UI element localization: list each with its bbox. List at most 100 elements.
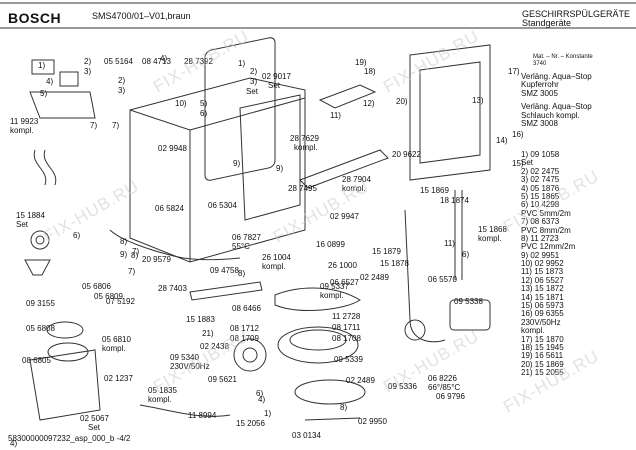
part-callout: 12): [363, 99, 375, 108]
model-number: SMS4700/01–V01,braun: [92, 11, 191, 21]
part-callout: 6): [462, 250, 470, 259]
part-callout: 2): [118, 76, 126, 85]
page-subtitle: Standgeräte: [522, 18, 572, 28]
part-callout: 07 5192: [106, 297, 135, 306]
part-callout: 20 9622: [392, 150, 421, 159]
drain-pump-cover: [449, 299, 491, 331]
part-callout: 15 2056: [236, 419, 265, 428]
part-callout: 08 6805: [22, 356, 51, 365]
legend-entry: PVC 8mm/2m: [521, 225, 571, 235]
legend-entry: PVC 12mm/2m: [521, 242, 576, 252]
legend-entry: 6) 10 4298: [521, 200, 560, 210]
part-callout: 4): [160, 54, 168, 63]
part-callout: 19): [355, 58, 367, 67]
circulation-pump: [233, 338, 267, 372]
legend-entry: 3) 02 7475: [521, 175, 560, 185]
part-callout: 4): [258, 395, 266, 404]
softener-seal: [47, 342, 89, 362]
part-callout: 08 1708: [332, 334, 361, 343]
upper-arm-bracket: [318, 84, 377, 109]
part-callout: 6): [256, 389, 264, 398]
part-callout: 18 1874: [440, 196, 469, 205]
material-note: Mat. – Nr. – Konstante 3740: [533, 54, 593, 68]
part-callout: 1): [264, 409, 272, 418]
spring-coil-a: [33, 149, 47, 186]
part-callout: 02 9948: [158, 144, 187, 153]
part-callout: 06 7827: [232, 233, 261, 242]
part-callout: 06 5824: [155, 204, 184, 213]
part-callout: 08 1711: [332, 323, 361, 332]
spring-part: [59, 71, 79, 87]
legend-entry: 14) 15 1871: [521, 292, 564, 302]
part-callout: 02 2489: [360, 273, 389, 282]
part-callout: 28 7495: [288, 184, 317, 193]
part-callout: 09 5621: [208, 375, 237, 384]
part-callout: 55°C: [232, 242, 250, 251]
part-callout: 4): [10, 439, 18, 448]
part-callout: 15): [512, 159, 524, 168]
legend-entry: 18) 15 1945: [521, 342, 564, 352]
part-callout: 06 6527: [330, 278, 359, 287]
legend-entry: 5) 15 1865: [521, 191, 560, 201]
part-callout: 16 0899: [316, 240, 345, 249]
part-callout: kompl.: [10, 126, 34, 135]
part-callout: kompl.: [478, 234, 502, 243]
softener-cap: [46, 321, 84, 339]
door-seal: [239, 94, 301, 221]
part-callout: 20): [396, 97, 408, 106]
part-callout: 09 5337: [320, 282, 349, 291]
part-callout: 7): [132, 247, 140, 256]
pump-impeller: [242, 347, 258, 363]
legend-entry: 19) 16 5611: [521, 351, 564, 361]
legend-block-line: Verläng. Aqua–Stop: [521, 102, 592, 112]
part-callout: Set: [268, 81, 281, 90]
part-callout: 11): [330, 111, 341, 120]
legend-entry: 7) 08 6373: [521, 217, 560, 227]
part-callout: 2): [84, 57, 92, 66]
part-callout: 8): [238, 269, 246, 278]
control-panel: [409, 44, 491, 181]
part-callout: 4): [46, 77, 54, 86]
part-callout: 02 9947: [330, 212, 359, 221]
drain-hose: [109, 229, 241, 261]
part-callout: 06 5304: [208, 201, 237, 210]
part-callout: Set: [246, 87, 259, 96]
part-callout: 09 5340: [170, 353, 199, 362]
part-callout: 26 1000: [328, 261, 357, 270]
legend-entry: 13) 15 1872: [521, 284, 564, 294]
part-callout: 230V/50Hz: [170, 362, 210, 371]
legend-entry: 2) 02 2475: [521, 166, 560, 176]
part-callout: 7): [112, 121, 120, 130]
legend-entry: PVC 5mm/2m: [521, 208, 571, 218]
part-callout: 08 1712: [230, 324, 259, 333]
part-callout: 28 7403: [158, 284, 187, 293]
part-callout: 05 6809: [94, 292, 123, 301]
part-callout: 1): [238, 59, 246, 68]
legend-entry: kompl.: [521, 326, 545, 336]
part-callout: 14): [496, 136, 508, 145]
part-callout: 05 6810: [102, 335, 131, 344]
legend-block-line: Schlauch kompl.: [521, 110, 580, 120]
part-callout: 17): [508, 67, 520, 76]
part-callout: 08 6466: [232, 304, 261, 313]
part-callout: 09 5338: [454, 297, 483, 306]
part-callout: 21): [202, 329, 214, 338]
legend-entry: Set: [521, 158, 534, 168]
legend-entry: 16) 09 6355: [521, 309, 564, 319]
part-callout: 28 7904: [342, 175, 371, 184]
part-callout: kompl.: [148, 395, 172, 404]
spring-coil-b: [43, 149, 57, 186]
part-callout: 9): [276, 164, 284, 173]
part-callout: 16): [512, 130, 524, 139]
part-callout: kompl.: [262, 262, 286, 271]
part-callout: 1): [38, 61, 46, 70]
part-callout: 20 9579: [142, 255, 171, 264]
part-callout: 02 5067: [80, 414, 109, 423]
drain-pump: [404, 319, 426, 341]
legend-block-line: Kupferrohr: [521, 80, 559, 90]
part-callout: 2): [250, 67, 258, 76]
